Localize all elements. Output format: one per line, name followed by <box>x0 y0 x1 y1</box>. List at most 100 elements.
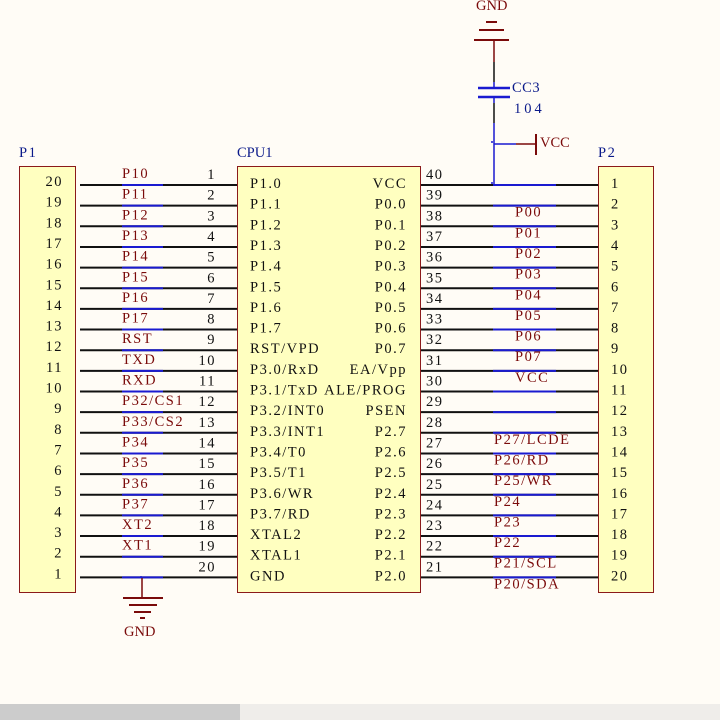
cpu-right-pin-name: P2.2 <box>375 527 407 543</box>
cpu-right-pin-name: PSEN <box>366 403 407 419</box>
p1-pin-number: 17 <box>46 236 64 252</box>
right-net-label: P20/SDA <box>494 576 560 592</box>
cpu-left-pin-name: P1.2 <box>250 217 282 233</box>
left-net-label: P10 <box>122 166 149 182</box>
right-net-label: P04 <box>515 287 542 303</box>
p2-pin-number: 7 <box>611 300 620 316</box>
cpu-left-pin-number: 18 <box>199 518 217 534</box>
scrollbar-thumb[interactable] <box>0 704 240 720</box>
cpu-left-pin-number: 9 <box>207 332 216 348</box>
right-net-label: P23 <box>494 514 521 530</box>
cpu-right-pin-number: 27 <box>426 435 444 451</box>
p1-pin-number: 8 <box>54 422 63 438</box>
cpu-right-pin-number: 26 <box>426 456 444 472</box>
cpu-left-pin-name: P3.0/RxD <box>250 362 320 378</box>
p2-pin-number: 18 <box>611 527 629 543</box>
cpu-left-pin-name: P1.7 <box>250 321 282 337</box>
p2-pin-number: 17 <box>611 506 629 522</box>
cpu-right-pin-number: 35 <box>426 270 444 286</box>
left-net-label: P16 <box>122 290 149 306</box>
cpu-left-pin-number: 16 <box>199 477 217 493</box>
right-net-label: P27/LCDE <box>494 432 570 448</box>
cpu-left-pin-number: 1 <box>207 167 216 183</box>
cpu-right-pin-name: P0.0 <box>375 197 407 213</box>
p2-pin-number: 20 <box>611 568 629 584</box>
cpu-left-pin-number: 13 <box>199 415 217 431</box>
right-net-label: P24 <box>494 494 521 510</box>
cpu-right-pin-name: P2.3 <box>375 506 407 522</box>
cpu-right-pin-name: P2.6 <box>375 444 407 460</box>
right-net-label: P07 <box>515 349 542 365</box>
cpu-left-pin-name: P3.2/INT0 <box>250 403 325 419</box>
p1-pin-number: 9 <box>54 401 63 417</box>
cpu-right-pin-name: VCC <box>373 176 407 192</box>
right-net-label: P01 <box>515 225 542 241</box>
p1-pin-number: 13 <box>46 319 64 335</box>
p2-pin-number: 13 <box>611 424 629 440</box>
p1-pin-number: 1 <box>54 566 63 582</box>
p2-pin-number: 5 <box>611 259 620 275</box>
p2-pin-number: 15 <box>611 465 629 481</box>
p1-pin-number: 12 <box>46 339 64 355</box>
connector-p1-body <box>19 166 76 593</box>
cpu-right-pin-number: 25 <box>426 477 444 493</box>
p2-pin-number: 11 <box>611 383 628 399</box>
p1-pin-number: 4 <box>54 504 63 520</box>
cpu-left-pin-name: P3.3/INT1 <box>250 424 325 440</box>
cpu-left-pin-number: 7 <box>207 291 216 307</box>
right-net-label: VCC <box>515 370 549 386</box>
cpu-right-pin-name: P2.4 <box>375 486 407 502</box>
p2-pin-number: 19 <box>611 548 629 564</box>
cpu-right-pin-number: 23 <box>426 518 444 534</box>
right-net-label: P06 <box>515 329 542 345</box>
p2-pin-number: 3 <box>611 217 620 233</box>
left-net-label: P37 <box>122 496 149 512</box>
right-net-label: P00 <box>515 205 542 221</box>
left-net-label: P14 <box>122 249 149 265</box>
cpu-right-pin-name: P0.6 <box>375 321 407 337</box>
left-net-label: P34 <box>122 434 149 450</box>
right-net-label: P25/WR <box>494 473 553 489</box>
left-net-label: P13 <box>122 228 149 244</box>
cpu-right-pin-name: P0.1 <box>375 217 407 233</box>
right-net-label: P03 <box>515 267 542 283</box>
cpu-left-pin-number: 19 <box>199 539 217 555</box>
left-net-label: P17 <box>122 311 149 327</box>
right-net-label: P26/RD <box>494 452 550 468</box>
cpu-left-pin-number: 20 <box>199 559 217 575</box>
junction-dot <box>491 182 493 184</box>
top-gnd-label: GND <box>476 0 507 14</box>
cpu-left-pin-number: 8 <box>207 312 216 328</box>
p1-pin-number: 3 <box>54 525 63 541</box>
left-net-label: P36 <box>122 476 149 492</box>
cpu-left-pin-number: 3 <box>207 208 216 224</box>
p2-pin-number: 2 <box>611 197 620 213</box>
right-net-label: P21/SCL <box>494 556 558 572</box>
cpu-right-pin-number: 39 <box>426 188 444 204</box>
cpu-right-pin-number: 37 <box>426 229 444 245</box>
p2-pin-number: 1 <box>611 176 620 192</box>
right-net-label: P05 <box>515 308 542 324</box>
left-net-label: P12 <box>122 207 149 223</box>
cpu-designator: CPU1 <box>237 145 272 161</box>
cpu-left-pin-name: P3.1/TxD <box>250 383 319 399</box>
left-net-label: P11 <box>122 187 149 203</box>
cpu-right-pin-name: P0.3 <box>375 259 407 275</box>
cpu-right-pin-number: 34 <box>426 291 444 307</box>
vcc-power-port: VCC <box>494 134 570 155</box>
p2-designator: P2 <box>598 145 616 161</box>
left-net-label: P15 <box>122 269 149 285</box>
bottom-gnd-label: GND <box>124 624 155 640</box>
left-net-label: P32/CS1 <box>122 393 184 409</box>
p2-pin-number: 12 <box>611 403 629 419</box>
right-net-label: P02 <box>515 246 542 262</box>
cpu-right-pin-number: 24 <box>426 497 444 513</box>
cpu-right-pin-number: 28 <box>426 415 444 431</box>
cpu-left-pin-number: 11 <box>199 374 216 390</box>
cpu-left-pin-name: P1.6 <box>250 300 282 316</box>
bottom-scrollbar[interactable] <box>0 704 720 720</box>
p1-pin-number: 10 <box>46 381 64 397</box>
junction-dot <box>491 141 493 143</box>
left-net-label: P33/CS2 <box>122 414 184 430</box>
